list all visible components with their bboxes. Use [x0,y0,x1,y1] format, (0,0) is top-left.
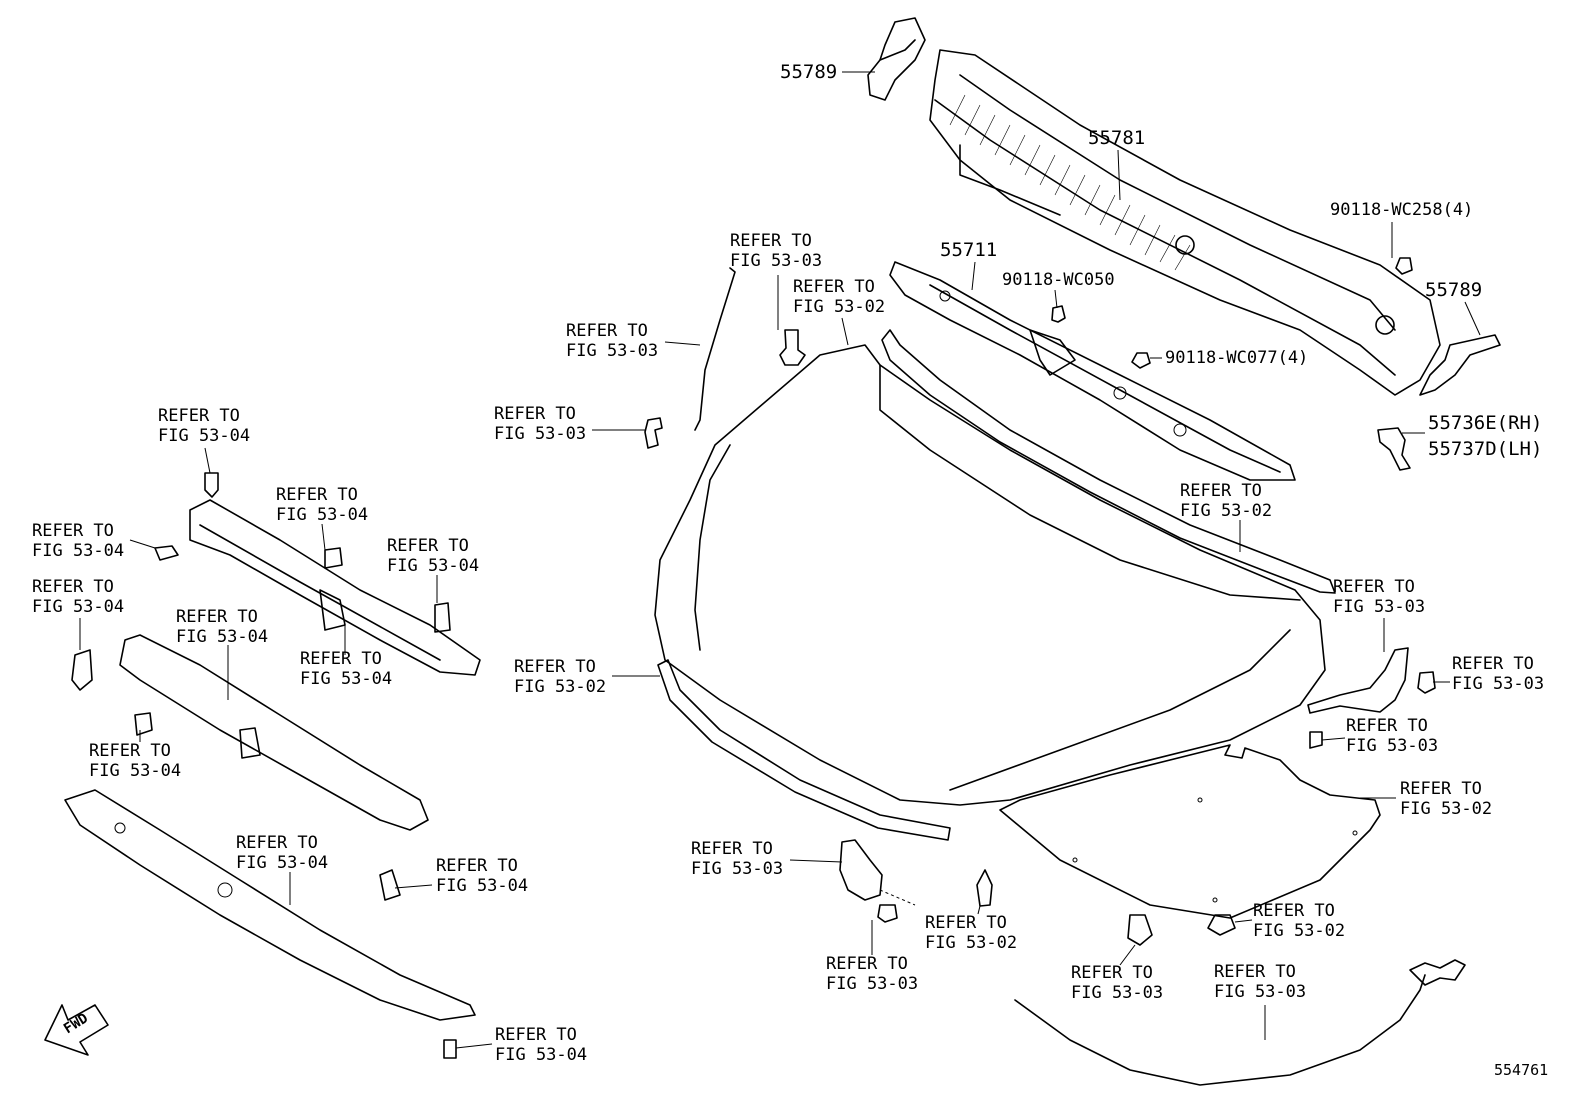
part-number-55781: 55781 [1088,127,1146,149]
hood-lock [839,839,916,906]
part-number-90118-wc050: 90118-WC050 [1002,270,1115,290]
hood-hinge [1307,647,1409,714]
hood-insulator [999,744,1381,919]
bracket-55736e-55737d [1377,427,1411,471]
seal-55789-top [867,17,926,101]
hood-weatherstrip-top [881,329,1336,594]
part-number-55736e: 55736E(RH) [1428,412,1543,434]
fwd-arrow [44,1004,109,1056]
figure-id: 554761 [1494,1061,1549,1079]
hood-release-cable [1014,959,1466,1086]
part-number-55789-right: 55789 [1425,279,1483,301]
leader-lines [79,71,1481,1049]
radiator-support-middle [119,634,429,831]
part-number-90118-wc258: 90118-WC258(4) [1330,200,1474,220]
part-number-55789-top: 55789 [780,61,838,83]
part-number-55711: 55711 [940,239,998,261]
part-number-90118-wc077: 90118-WC077(4) [1165,348,1309,368]
hood-panel [654,344,1326,806]
clips [644,257,1436,946]
hood-support-rod [694,267,736,431]
seal-55789-right [1419,334,1501,396]
outer-panel-55711 [889,261,1296,481]
fasteners-left [71,472,457,1059]
hood-front-weatherstrip [657,659,951,841]
cowl-louver-55781 [929,49,1441,396]
part-number-55737d: 55737D(LH) [1428,438,1543,460]
bumper-reinforcement [64,789,476,1021]
